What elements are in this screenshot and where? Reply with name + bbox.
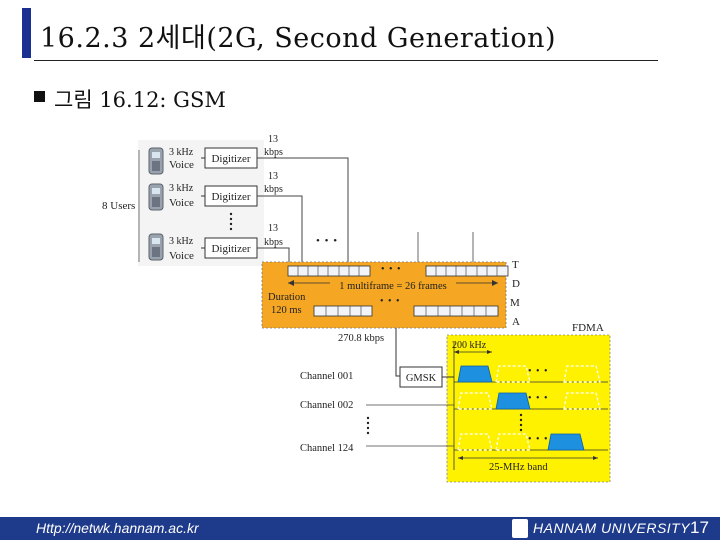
- rate-number: 13: [268, 171, 278, 182]
- tdma-frame-slots-left: [287, 265, 371, 277]
- channel-label: Channel 002: [300, 400, 353, 411]
- digitizer-label: Digitizer: [211, 243, 250, 255]
- connector-line: [257, 195, 303, 262]
- user-row-3: 3 kHz Voice Digitizer 13 kbps: [148, 223, 290, 262]
- page-title: 16.2.3 2세대(2G, Second Generation): [40, 23, 556, 54]
- voice-label: Voice: [169, 197, 194, 209]
- voice-rate-label: 3 kHz: [169, 183, 194, 194]
- title-divider: [34, 60, 658, 61]
- voice-rate-label: 3 kHz: [169, 236, 194, 247]
- channel-rate-label: 270.8 kbps: [338, 333, 384, 344]
- digitizer-label: Digitizer: [211, 153, 250, 165]
- user-row-2: 3 kHz Voice Digitizer 13 kbps: [148, 171, 303, 262]
- rate-number: 13: [268, 223, 278, 234]
- connector-line: [395, 328, 400, 377]
- band-label: 25-MHz band: [489, 462, 548, 473]
- user-row-1: 3 kHz Voice Digitizer 13 kbps: [148, 134, 349, 262]
- rate-unit: kbps: [264, 147, 283, 158]
- channel-slot-outline: [563, 392, 601, 410]
- footer-university: HANNAM UNIVERSITY: [533, 520, 691, 536]
- ellipsis-vertical: [229, 212, 233, 231]
- ellipsis-horizontal: • • •: [380, 296, 401, 307]
- channel-burst: [495, 392, 531, 410]
- ellipsis-horizontal: • • •: [528, 434, 549, 445]
- university-logo-icon: [512, 519, 528, 538]
- channel-burst: [457, 365, 493, 383]
- page-number: 17: [690, 518, 709, 537]
- mobile-phone-icon: [148, 183, 164, 211]
- voice-rate-label: 3 kHz: [169, 147, 194, 158]
- users-label: 8 Users: [102, 200, 135, 212]
- channel-slot-outline: [457, 392, 493, 410]
- duration-value: 120 ms: [271, 305, 302, 316]
- bullet-square-icon: [34, 91, 45, 102]
- channel-slot-outline: [495, 433, 531, 451]
- tdma-frame-slots-right: [425, 265, 509, 277]
- channel-label: Channel 001: [300, 371, 353, 382]
- ellipsis-horizontal: • • •: [316, 235, 338, 247]
- channel-burst: [547, 433, 585, 451]
- rate-unit: kbps: [264, 184, 283, 195]
- connector-line: [257, 247, 290, 262]
- voice-label: Voice: [169, 159, 194, 171]
- tdma-letter: M: [510, 297, 520, 309]
- multiframe-label: 1 multiframe = 26 frames: [339, 281, 446, 292]
- duration-label: Duration: [268, 292, 306, 303]
- channel-slot-outline: [495, 365, 531, 383]
- tdma-multiframe-bar: [313, 305, 373, 317]
- tdma-letter: A: [512, 316, 520, 328]
- mobile-phone-icon: [148, 147, 164, 175]
- figure-caption: 그림 16.12: GSM: [54, 88, 226, 112]
- title-accent-bar: [22, 8, 31, 58]
- tdma-letter: T: [512, 259, 519, 271]
- multiframe-label-bg: [330, 279, 456, 291]
- mobile-phone-icon: [148, 233, 164, 261]
- rate-unit: kbps: [264, 237, 283, 248]
- footer-bar: Http://netwk.hannam.ac.kr HANNAM UNIVERS…: [0, 517, 720, 540]
- ellipsis-vertical: [519, 413, 523, 432]
- voice-label: Voice: [169, 250, 194, 262]
- ellipsis-horizontal: • • •: [381, 264, 402, 275]
- fdma-label: FDMA: [572, 322, 604, 334]
- channel-slot-outline: [563, 365, 601, 383]
- channel-slot-outline: [457, 433, 493, 451]
- tdma-letter: D: [512, 278, 520, 290]
- ellipsis-horizontal: • • •: [528, 393, 549, 404]
- channel-label: Channel 124: [300, 443, 354, 454]
- digitizer-label: Digitizer: [211, 191, 250, 203]
- bandwidth-label: 200 kHz: [452, 340, 487, 351]
- tdma-multiframe-bar: [413, 305, 499, 317]
- gmsk-label: GMSK: [406, 373, 437, 384]
- ellipsis-vertical: [366, 416, 370, 435]
- ellipsis-horizontal: • • •: [528, 366, 549, 377]
- footer-url: Http://netwk.hannam.ac.kr: [36, 520, 199, 536]
- rate-number: 13: [268, 134, 278, 145]
- connector-line: [257, 157, 349, 262]
